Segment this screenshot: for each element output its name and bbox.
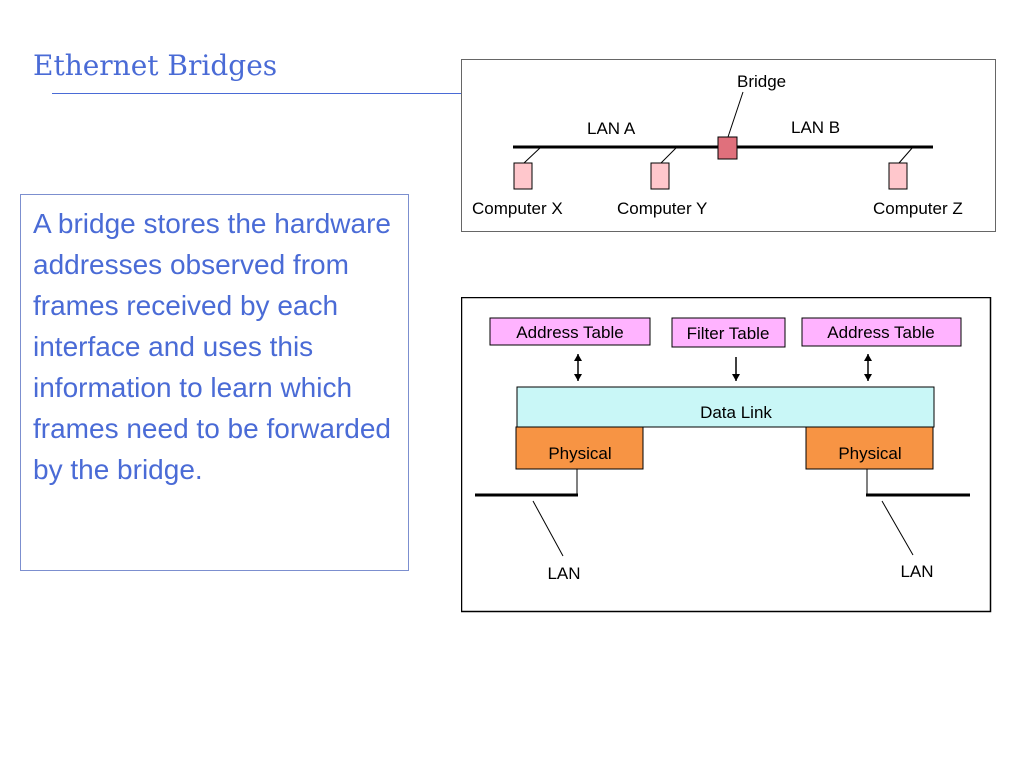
body-text: A bridge stores the hardware addresses o…: [33, 208, 391, 485]
filter-table-box: [671, 317, 786, 348]
computer-z-box: [888, 162, 908, 190]
computer-y-label: Computer Y: [617, 199, 707, 218]
address-table-right-label: Address Table: [827, 323, 934, 342]
address-table-right-arrow: [864, 354, 872, 381]
body-text-box: A bridge stores the hardware addresses o…: [20, 194, 409, 571]
lan-left-label: LAN: [547, 564, 580, 583]
address-table-left-box: [489, 317, 651, 346]
computer-z-label: Computer Z: [873, 199, 963, 218]
slide-title: Ethernet Bridges: [33, 49, 278, 82]
lan-left-leader: [532, 500, 564, 557]
physical-left-layer: [515, 426, 644, 470]
data-link-layer: [516, 386, 935, 428]
physical-right-label: Physical: [838, 444, 901, 463]
computer-x-label: Computer X: [472, 199, 563, 218]
title-underline: [52, 93, 462, 94]
computer-z-link: [898, 146, 914, 164]
physical-right-layer: [805, 426, 934, 470]
computer-y-link: [660, 146, 678, 164]
address-table-left-arrow: [574, 354, 582, 381]
lan-right-leader: [881, 500, 914, 556]
bridge-label: Bridge: [737, 72, 786, 91]
lan-b-label: LAN B: [791, 118, 840, 137]
data-link-label: Data Link: [700, 403, 772, 422]
filter-table-label: Filter Table: [687, 324, 770, 343]
bridge-architecture-diagram: Address Table Filter Table Address Table…: [461, 297, 992, 613]
bridge-label-leader: [727, 91, 744, 138]
address-table-right-box: [801, 317, 962, 347]
bridge-topology-diagram: Bridge LAN A LAN B Computer X Computer Y…: [461, 59, 996, 232]
lan-a-label: LAN A: [587, 119, 636, 138]
computer-y-box: [650, 162, 670, 190]
address-table-left-label: Address Table: [516, 323, 623, 342]
filter-table-arrow: [732, 357, 740, 381]
bridge-box: [717, 136, 738, 160]
lan-right-label: LAN: [900, 562, 933, 581]
computer-x-box: [513, 162, 533, 190]
computer-x-link: [523, 146, 542, 164]
physical-left-label: Physical: [548, 444, 611, 463]
